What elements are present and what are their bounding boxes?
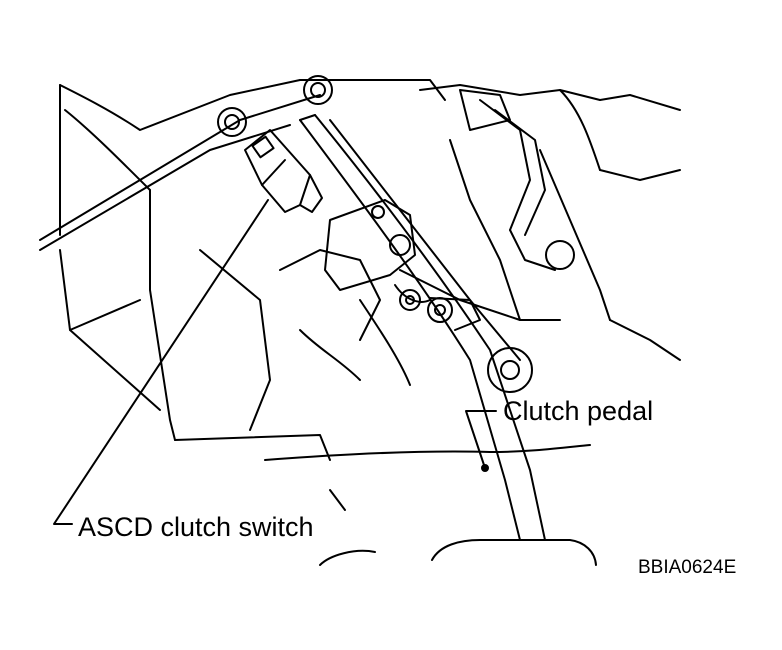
clutch-pedal-leader [465,410,497,469]
dashboard-structure [39,79,681,251]
ascd-switch-leader-tail [329,489,346,511]
floor-contour [264,444,597,566]
mounting-bolts [217,75,575,393]
clutch-pedal-arm [299,114,546,541]
switch-mount-plate [324,199,481,331]
figure-id-label: BBIA0624E [638,557,737,578]
clutch-pedal-label: Clutch pedal [503,396,654,426]
ascd-switch-leader [53,199,269,525]
leader-lines [53,199,497,525]
linkage-rods [329,89,556,361]
clutch-pedal-leader-dot [481,464,489,472]
ascd-clutch-switch-label: ASCD clutch switch [78,512,314,542]
pedal-bracket [59,139,681,461]
ascd-clutch-switch [244,129,323,213]
